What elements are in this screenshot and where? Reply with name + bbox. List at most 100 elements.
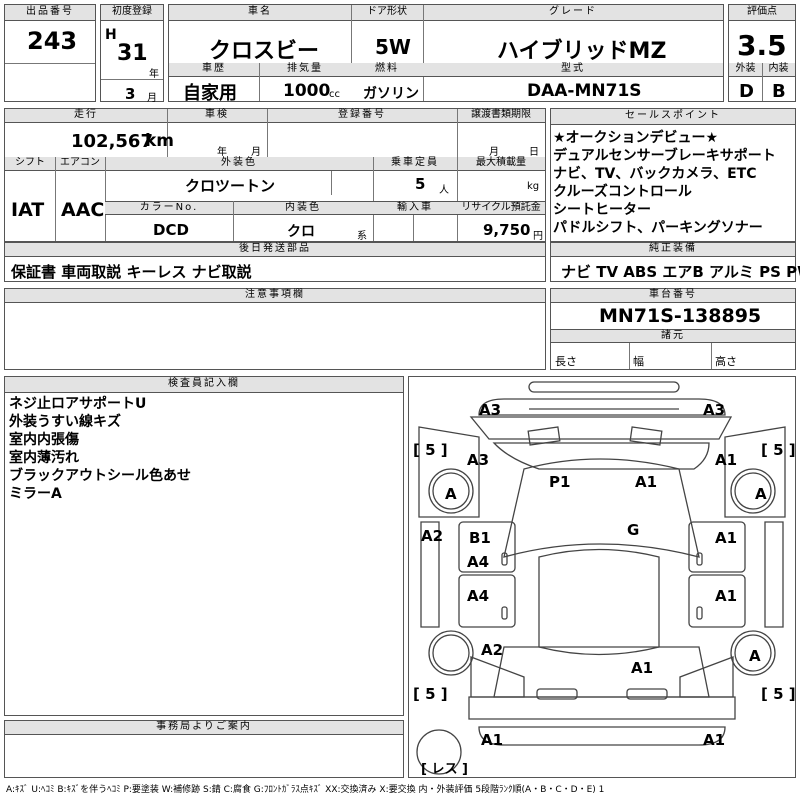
inspector-note-item: ネジ止ロアサポートU xyxy=(9,396,147,412)
lot-number: 243 xyxy=(27,27,78,55)
tire-depth-label: [ 5 ] xyxy=(761,441,795,459)
mileage-header: 走行 xyxy=(5,109,167,123)
first-registration-box: 初度登録 H 31 年 3 月 xyxy=(100,4,164,104)
chassis-header: 車台番号 xyxy=(551,289,795,303)
damage-mark: A3 xyxy=(479,401,501,419)
int-color-header: 内装色 xyxy=(233,201,373,215)
mileage-unit: km xyxy=(145,131,175,151)
legend: A:ｷｽﾞ U:ﾍｺﾐ B:ｷｽﾞを伴うﾍｺﾐ P:要塗装 W:補修跡 S:錆 … xyxy=(6,785,605,795)
import-header: 輸入車 xyxy=(373,201,457,215)
model-header: 型式 xyxy=(423,63,723,77)
office-header: 事務局よりご案内 xyxy=(5,721,403,735)
grade-header: グレード xyxy=(423,5,723,21)
color-no-header: カラーNo. xyxy=(105,201,233,215)
damage-mark: A1 xyxy=(631,659,653,677)
damage-mark: A xyxy=(445,485,457,503)
cc-unit: cc xyxy=(329,89,340,100)
damage-mark: A3 xyxy=(703,401,725,419)
grade: ハイブリッドMZ xyxy=(497,39,667,64)
registration-year: 31 xyxy=(117,41,148,66)
later-parts: 保証書 車両取説 キーレス ナビ取説 xyxy=(11,263,252,281)
sales-points-list: ★オークションデビュー★デュアルセンサーブレーキサポートナビ、TV、バックカメラ… xyxy=(553,129,776,237)
shift: IAT xyxy=(11,199,45,221)
sales-point-item: ナビ、TV、バックカメラ、ETC xyxy=(553,166,757,182)
fuel-header: 燃料 xyxy=(351,63,423,77)
month-label: 月 xyxy=(147,93,157,104)
tire-depth-label: [ 5 ] xyxy=(413,685,448,703)
damage-mark: B1 xyxy=(469,529,491,547)
car-name-header: 車名 xyxy=(169,5,351,21)
aircon: AAC xyxy=(61,199,105,221)
recycle-unit: 円 xyxy=(533,231,543,242)
damage-mark: A1 xyxy=(703,731,725,749)
exterior-color: クロツートン xyxy=(185,177,276,195)
registration-month: 3 xyxy=(125,85,136,103)
capacity-header: 乗車定員 xyxy=(373,157,457,171)
chassis-number: MN71S-138895 xyxy=(599,305,762,327)
lot-number-header: 出品番号 xyxy=(5,5,95,21)
load-unit: kg xyxy=(527,181,540,192)
aircon-header: エアコン xyxy=(55,157,105,171)
damage-mark: A4 xyxy=(467,553,489,571)
first-registration-header: 初度登録 xyxy=(101,5,163,21)
sales-point-item: シートヒーター xyxy=(553,202,651,218)
interior-color: クロ xyxy=(287,224,315,240)
later-parts-box: 後日発送部品 保証書 車両取説 キーレス ナビ取説 xyxy=(4,242,546,282)
damage-mark: A1 xyxy=(715,587,737,605)
lot-number-box: 出品番号 243 xyxy=(4,4,96,102)
exterior-score: D xyxy=(739,81,754,102)
inspector-note-item: 室内内張傷 xyxy=(9,432,79,448)
interior-header: 内装 xyxy=(762,63,795,77)
door-type: 5W xyxy=(375,35,411,59)
sales-point-item: デュアルセンサーブレーキサポート xyxy=(553,148,776,164)
sales-point-item: クルーズコントロール xyxy=(553,184,692,200)
damage-mark: A2 xyxy=(421,527,443,545)
recycle-fee: 9,750 xyxy=(483,221,531,239)
damage-mark: A xyxy=(749,647,761,665)
score-box: 評価点 3.5 外装 内装 D B xyxy=(728,4,796,102)
options-box: 純正装備 ナビ TV ABS エアB アルミ PS PW xyxy=(550,242,800,282)
score-header: 評価点 xyxy=(729,5,795,21)
reg-no-header: 登録番号 xyxy=(267,109,457,123)
overall-score: 3.5 xyxy=(737,29,787,62)
year-label: 年 xyxy=(149,69,159,80)
damage-mark: A1 xyxy=(481,731,503,749)
mileage: 102,567 xyxy=(71,131,153,152)
capacity-unit: 人 xyxy=(439,185,449,196)
sales-point-item: パドルシフト、パーキングソナー xyxy=(553,220,763,236)
color-code: DCD xyxy=(153,221,189,239)
displacement: 1000 xyxy=(283,81,331,101)
sales-points-header: セールスポイント xyxy=(551,109,795,125)
door-header: ドア形状 xyxy=(351,5,423,21)
damage-mark: P1 xyxy=(549,473,570,491)
notes-header: 注意事項欄 xyxy=(5,289,545,303)
shift-header: シフト xyxy=(5,157,55,171)
displacement-header: 排気量 xyxy=(259,63,351,77)
dimensions-header: 諸元 xyxy=(551,329,795,343)
max-load-header: 最大積載量 xyxy=(457,157,545,171)
sales-points-box: セールスポイント ★オークションデビュー★デュアルセンサーブレーキサポートナビ、… xyxy=(550,108,796,242)
inspection-header: 車検 xyxy=(167,109,267,123)
damage-mark: A1 xyxy=(635,473,657,491)
notes-box: 注意事項欄 xyxy=(4,288,546,370)
history: 自家用 xyxy=(183,83,237,104)
damage-mark: A1 xyxy=(715,451,737,469)
options-header: 純正装備 xyxy=(551,243,795,257)
later-parts-header: 後日発送部品 xyxy=(5,243,545,257)
damage-mark: G xyxy=(627,521,639,539)
vehicle-info-box: 車名 ドア形状 グレード クロスビー 5W ハイブリッドMZ 車歴 排気量 燃料… xyxy=(168,4,724,104)
tire-depth-label: [ 5 ] xyxy=(413,441,448,459)
car-name: クロスビー xyxy=(209,39,320,64)
factory-options: ナビ TV ABS エアB アルミ PS PW xyxy=(561,263,800,281)
width-label: 幅 xyxy=(633,355,644,368)
spare-tire-label: [ レス ] xyxy=(421,762,468,777)
inspection-month-label: 月 xyxy=(251,147,261,158)
inspector-header: 検査員記入欄 xyxy=(5,377,403,393)
inspector-note-item: ブラックアウトシール色あせ xyxy=(9,468,191,484)
details-box: 走行 車検 登録番号 譲渡書類期限 102,567 km 年 月 月 日 シフト… xyxy=(4,108,546,242)
damage-mark: A2 xyxy=(481,641,503,659)
